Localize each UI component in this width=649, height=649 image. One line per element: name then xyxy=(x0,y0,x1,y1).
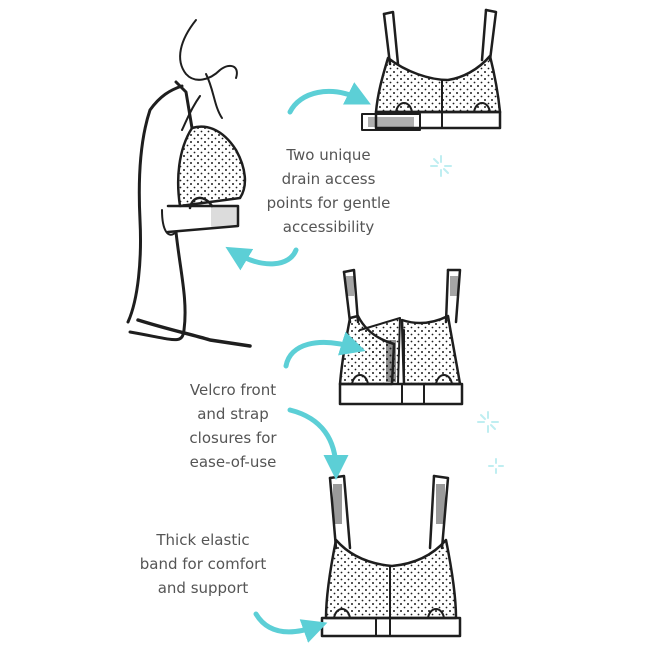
caption-line: Two unique xyxy=(286,146,371,164)
sparkle-decorations xyxy=(430,155,504,474)
sparkle-icon xyxy=(488,458,504,474)
bra-velcro-open-view xyxy=(338,268,464,406)
caption-drain-access: Two unique drain access points for gentl… xyxy=(256,143,401,239)
arrow-to-side-figure-icon xyxy=(225,246,299,271)
caption-line: closures for xyxy=(189,429,277,447)
arrow-to-top-bra-icon xyxy=(287,82,371,115)
arrows xyxy=(225,82,371,643)
arrow-down-to-bottom-bra-icon xyxy=(287,407,349,480)
sparkle-icon xyxy=(477,411,499,433)
bra-elastic-band-view xyxy=(320,474,462,638)
bra-front-view-drain-access xyxy=(361,8,502,131)
caption-line: band for comfort xyxy=(139,555,267,573)
caption-line: and strap xyxy=(197,405,269,423)
arrow-to-velcro-icon xyxy=(283,331,366,369)
caption-line: drain access xyxy=(281,170,376,188)
caption-line: and support xyxy=(157,579,249,597)
caption-line: Thick elastic xyxy=(156,531,250,549)
caption-line: ease-of-use xyxy=(189,453,277,471)
side-figure-illustration xyxy=(126,19,252,348)
arrow-to-band-icon xyxy=(253,611,328,643)
caption-velcro-closures: Velcro front and strap closures for ease… xyxy=(168,378,298,474)
caption-elastic-band: Thick elastic band for comfort and suppo… xyxy=(128,528,278,600)
caption-line: accessibility xyxy=(282,218,375,236)
caption-line: points for gentle xyxy=(266,194,391,212)
sparkle-icon xyxy=(430,155,452,177)
caption-line: Velcro front xyxy=(189,381,277,399)
